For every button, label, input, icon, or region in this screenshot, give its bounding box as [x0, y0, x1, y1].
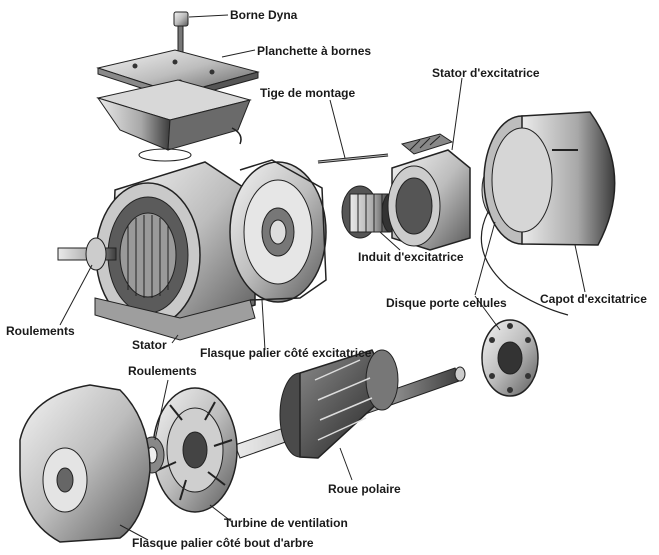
stator-part: [57, 161, 256, 341]
label-induit-excitatrice: Induit d'excitatrice: [358, 250, 464, 264]
label-flasque-palier-arbre: Flasque palier côté bout d'arbre: [132, 536, 314, 550]
label-flasque-palier-excitatrice: Flasque palier côté excitatrice: [200, 346, 372, 360]
label-roulements-left: Roulements: [6, 324, 75, 338]
borne-dyna-part: [173, 11, 189, 57]
label-roue-polaire: Roue polaire: [328, 482, 401, 496]
label-disque-porte-cellules: Disque porte cellules: [386, 296, 507, 310]
terminal-box-part: [96, 79, 252, 162]
label-planchette-a-bornes: Planchette à bornes: [257, 44, 372, 58]
turbine-part: [152, 387, 238, 513]
label-capot-excitatrice: Capot d'excitatrice: [540, 292, 647, 306]
capot-part: [483, 111, 616, 246]
tige-de-montage-part: [317, 153, 389, 164]
stator-excitatrice-part: [387, 133, 471, 251]
label-roulements-bottom: Roulements: [128, 364, 197, 378]
flasque-excitatrice-part: [229, 159, 327, 303]
flasque-arbre-part: [19, 384, 151, 543]
label-turbine-ventilation: Turbine de ventilation: [224, 516, 348, 530]
label-borne-dyna: Borne Dyna: [230, 8, 298, 22]
label-stator-excitatrice: Stator d'excitatrice: [432, 66, 540, 80]
roue-polaire-part: [234, 349, 466, 459]
label-stator: Stator: [132, 338, 167, 352]
disque-lower-part: [481, 319, 539, 397]
label-tige-de-montage: Tige de montage: [260, 86, 356, 100]
leader-lines: [59, 14, 586, 541]
